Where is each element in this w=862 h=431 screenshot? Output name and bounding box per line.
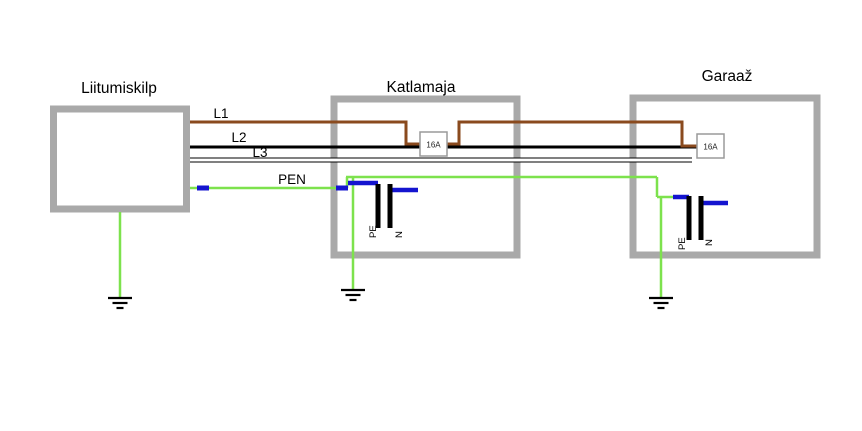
- katlamaja-earth-symbol: [341, 288, 365, 302]
- l3-label: L3: [252, 145, 267, 160]
- garaaz-n-bus-label: N: [704, 239, 715, 246]
- katlamaja-pe-bus-label: PE: [368, 225, 379, 238]
- pen-label: PEN: [278, 172, 306, 187]
- garaaz-pe-bus-label: PE: [677, 237, 688, 250]
- wire-l1-brown: [190, 120, 724, 148]
- garaaz-fuse-label: 16A: [703, 143, 718, 152]
- garaaz-earth-symbol: [649, 296, 673, 310]
- garaaz-pe-green: [655, 177, 674, 298]
- garaaz-busbars: [686, 196, 704, 240]
- garaaz-label: Garaaž: [702, 68, 753, 85]
- liitumiskilp-label: Liitumiskilp: [81, 80, 157, 97]
- katlamaja-neutral-links: [348, 180, 418, 193]
- liitumiskilp-earth-symbol: [108, 296, 132, 310]
- garaaz-neutral-links: [673, 194, 728, 206]
- katlamaja-label: Katlamaja: [387, 79, 456, 96]
- katlamaja-fuse-box: [419, 131, 448, 157]
- garaaz-fuse-box: [696, 133, 725, 159]
- katlamaja-fuse-label: 16A: [426, 141, 441, 150]
- liitumiskilp-box: [50, 105, 190, 213]
- katlamaja-n-bus-label: N: [394, 231, 405, 238]
- garaaz-box: [629, 94, 821, 259]
- l1-label: L1: [213, 106, 228, 121]
- l2-label: L2: [231, 130, 246, 145]
- katlamaja-busbars: [375, 184, 393, 228]
